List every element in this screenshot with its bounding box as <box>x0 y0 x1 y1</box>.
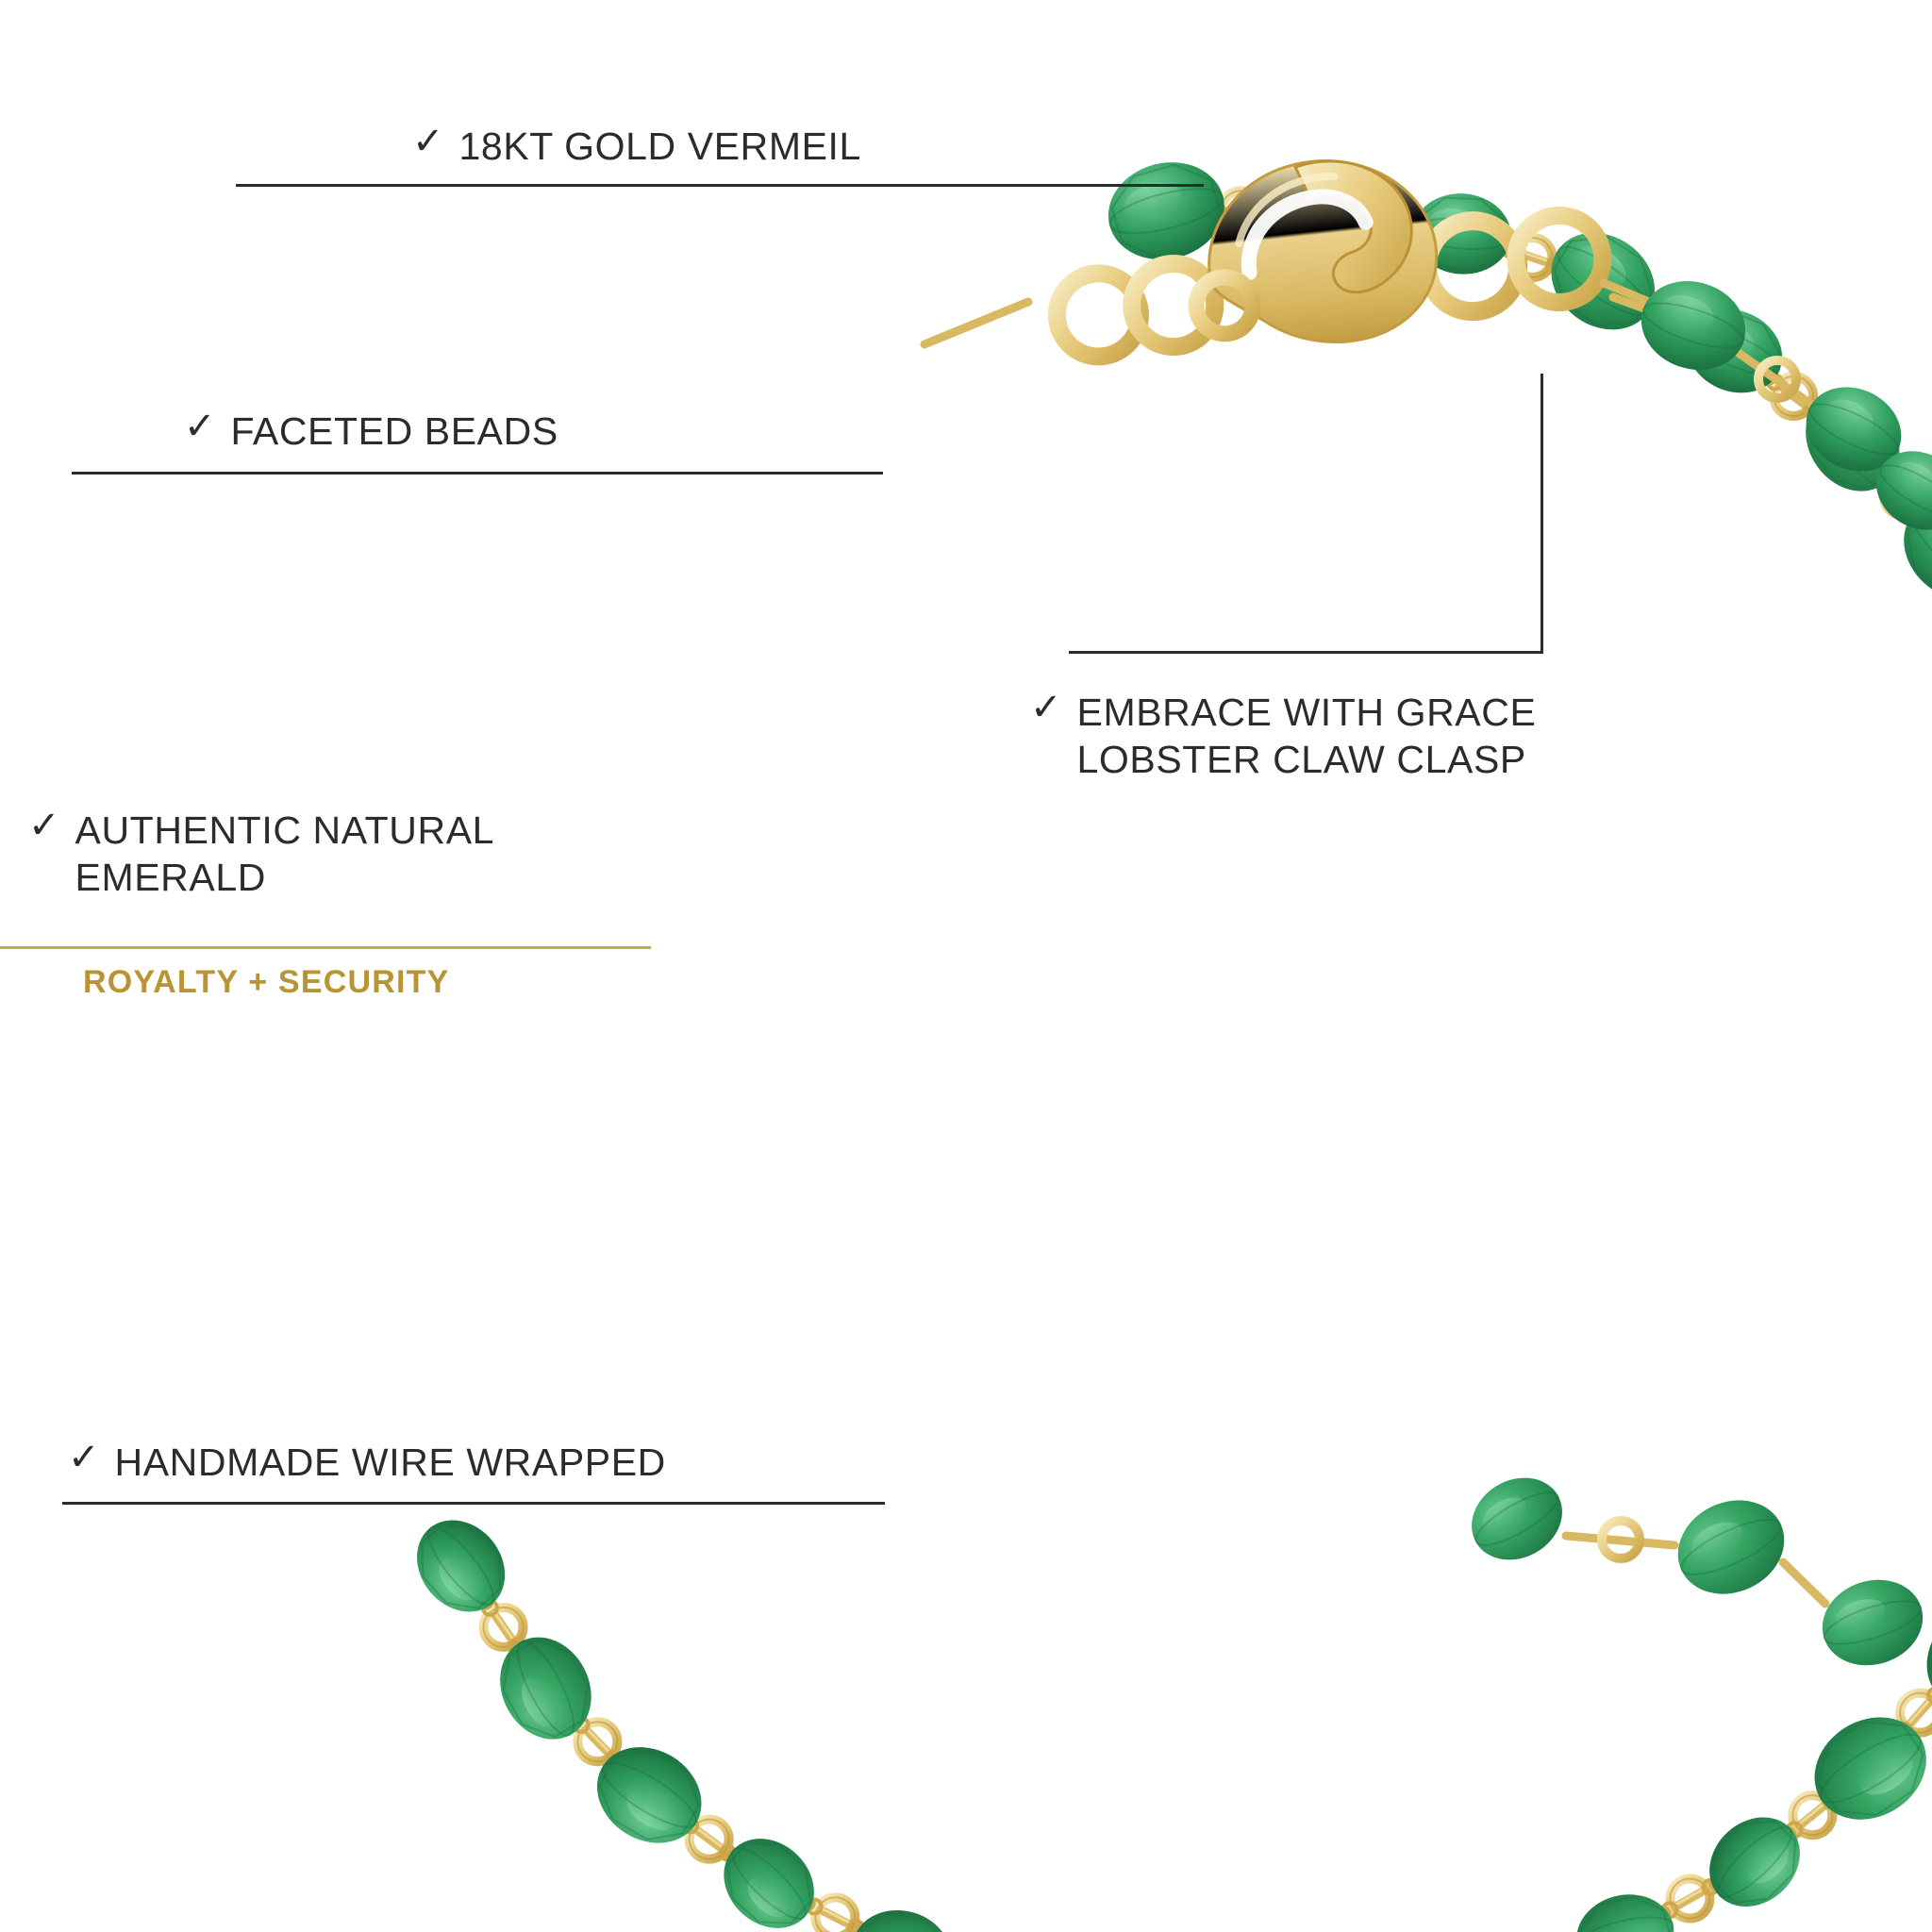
check-icon: ✓ <box>184 405 216 448</box>
callout-faceted-beads-label: FACETED BEADS <box>230 409 558 453</box>
check-icon: ✓ <box>68 1436 100 1479</box>
product-tagline: ROYALTY + SECURITY <box>83 964 450 1000</box>
callout-rule-faceted-beads <box>72 472 883 475</box>
check-icon: ✓ <box>28 804 60 847</box>
callout-authentic-emerald: ✓ AUTHENTIC NATURAL EMERALD <box>28 807 494 901</box>
callout-authentic-emerald-label: AUTHENTIC NATURAL EMERALD <box>75 808 495 900</box>
callout-lobster-clasp: ✓ EMBRACE WITH GRACE LOBSTER CLAW CLASP <box>1030 689 1536 783</box>
callout-rule-wire-wrapped <box>62 1502 885 1505</box>
callout-leader-clasp-vertical <box>1541 374 1543 653</box>
callout-gold-vermeil-label: 18KT GOLD VERMEIL <box>458 125 861 168</box>
check-icon: ✓ <box>1030 686 1062 729</box>
callout-rule-gold-vermeil <box>236 184 1204 187</box>
callout-wire-wrapped: ✓ HANDMADE WIRE WRAPPED <box>68 1439 666 1486</box>
callout-rule-emerald <box>0 946 651 949</box>
callout-rule-clasp <box>1069 651 1543 654</box>
callout-faceted-beads: ✓ FACETED BEADS <box>184 408 558 455</box>
callout-lobster-clasp-label: EMBRACE WITH GRACE LOBSTER CLAW CLASP <box>1076 691 1537 782</box>
callout-wire-wrapped-label: HANDMADE WIRE WRAPPED <box>114 1441 666 1484</box>
check-icon: ✓ <box>412 120 444 163</box>
callout-gold-vermeil: ✓ 18KT GOLD VERMEIL <box>412 123 861 170</box>
